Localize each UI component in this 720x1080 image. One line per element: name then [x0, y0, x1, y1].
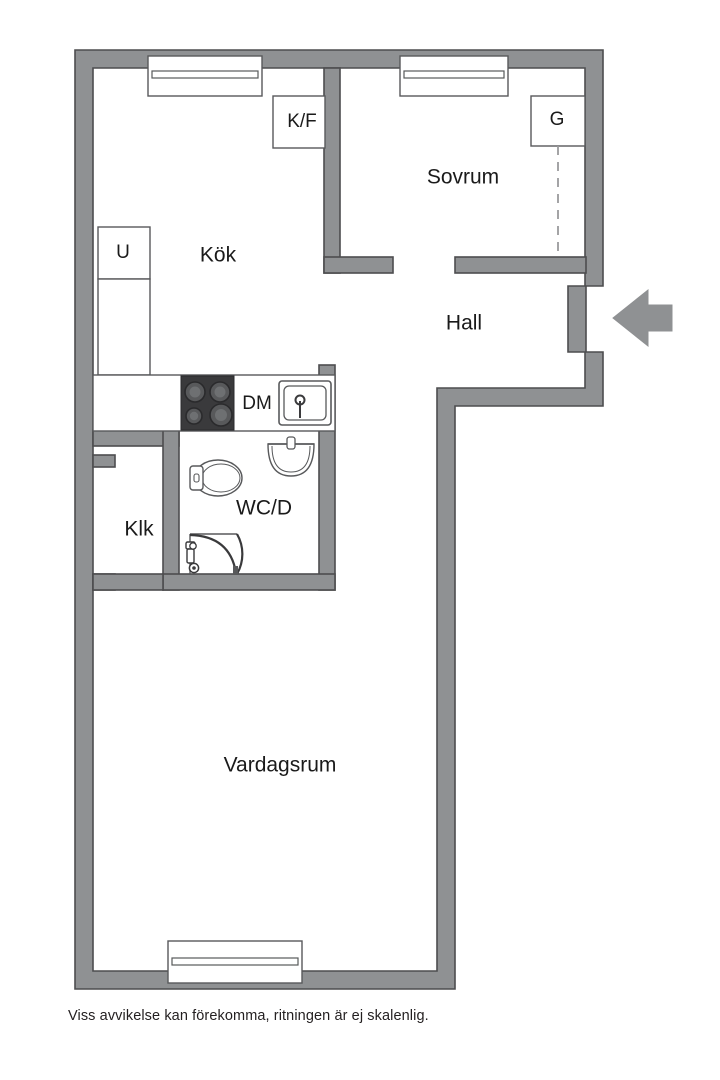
room-label-kok: Kök	[200, 244, 237, 267]
window-bedroom	[399, 55, 509, 97]
interior-wall-klk-top	[92, 454, 116, 468]
stove	[180, 375, 235, 431]
u-box	[97, 226, 151, 280]
fixture-label-dm: DM	[242, 393, 272, 414]
kitchen-fittings	[92, 95, 336, 432]
window-livingroom	[167, 940, 303, 984]
interior-wall-bedroom-hall	[454, 256, 587, 274]
kitchen-sink	[278, 380, 332, 426]
fixture-labels: K/F G U DM	[116, 109, 564, 414]
room-label-sovrum: Sovrum	[427, 166, 499, 189]
kf-box	[272, 95, 326, 149]
shower-icon	[185, 533, 244, 575]
counter-left-run	[97, 278, 151, 376]
fixture-label-kf: K/F	[287, 111, 317, 132]
entrance-arrow-icon	[612, 288, 673, 348]
interior-wall-wc-left	[162, 429, 180, 591]
interior-wall-wc-bottom	[162, 573, 336, 591]
washbasin-icon	[267, 436, 315, 477]
room-label-wcd: WC/D	[236, 497, 292, 520]
fixture-label-u: U	[116, 242, 130, 263]
room-label-vardagsrum: Vardagsrum	[224, 754, 337, 777]
wall-structure	[74, 49, 604, 990]
room-label-klk: Klk	[124, 518, 154, 541]
disclaimer-caption: Viss avvikelse kan förekomma, ritningen …	[68, 1008, 429, 1024]
outer-walls	[74, 49, 604, 990]
room-labels: Kök Sovrum Hall WC/D Klk Vardagsrum	[124, 166, 499, 777]
toilet-icon	[189, 459, 243, 497]
interior-wall-kitchen-hall-stub	[323, 256, 394, 274]
room-label-hall: Hall	[446, 312, 482, 335]
interior-wall-klk-bottom-extend	[92, 573, 164, 591]
window-kitchen	[147, 55, 263, 97]
interior-wall-kitchen-bedroom	[323, 67, 341, 274]
bedroom-wardrobe	[530, 95, 586, 257]
windows-group	[147, 55, 509, 984]
fixture-label-g: G	[550, 109, 565, 130]
wc-fixtures	[185, 436, 315, 575]
